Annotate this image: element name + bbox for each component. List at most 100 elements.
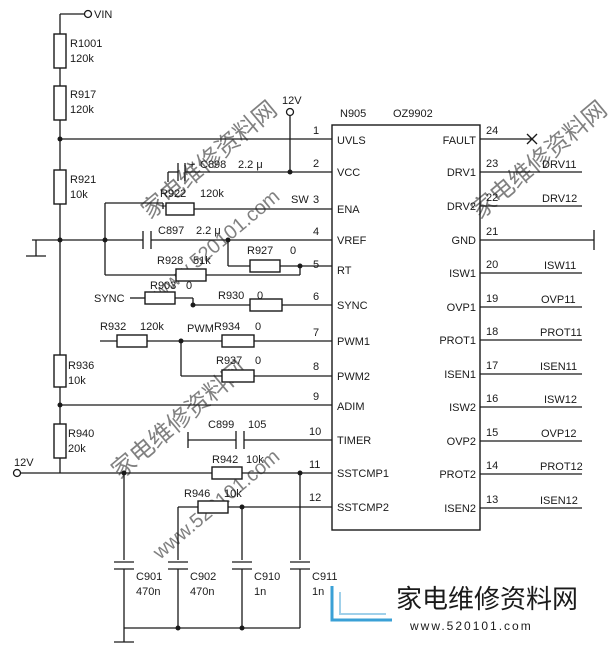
ic-ref: N905 — [340, 108, 366, 120]
pin-label: DRV2 — [447, 201, 476, 213]
pin-label: SSTCMP1 — [337, 468, 389, 480]
value-label: 120k — [140, 321, 164, 333]
resistor-r903 — [144, 291, 176, 305]
pin-number: 6 — [313, 291, 319, 303]
capacitor-c910 — [232, 561, 252, 628]
value-label: 120k — [70, 104, 94, 116]
net-pwm: PWM — [187, 323, 214, 335]
pin-number: 24 — [486, 125, 498, 137]
logo-text-cn: 家电维修资料网 — [396, 584, 578, 614]
pin-label: ISW2 — [449, 402, 476, 414]
net-label: ISEN11 — [540, 361, 577, 373]
value-label: 10k — [224, 488, 242, 500]
value-label: 10k — [68, 375, 86, 387]
ref-label: R936 — [68, 360, 94, 372]
vin-label: VIN — [94, 9, 112, 21]
pin-label: OVP1 — [447, 302, 476, 314]
value-label: 1n — [254, 586, 266, 598]
pin-number: 21 — [486, 226, 498, 238]
resistor-r930 — [249, 298, 283, 312]
net-label: OVP11 — [541, 294, 576, 306]
pin-number: 23 — [486, 158, 498, 170]
value-label: 2.2 μ — [238, 159, 263, 171]
pin-label: UVLS — [337, 135, 366, 147]
ref-label: C897 — [158, 225, 184, 237]
resistor-r922 — [165, 202, 195, 216]
ref-label: C902 — [190, 571, 216, 583]
capacitor-c911 — [290, 561, 310, 628]
capacitor-c902 — [168, 561, 188, 628]
resistor-r1001 — [53, 33, 67, 69]
right-pins: 24 23 22 21 20 19 18 17 16 15 14 13 FAUL… — [439, 125, 595, 515]
value-label: 105 — [248, 419, 266, 431]
pin-number: 17 — [486, 360, 498, 372]
ic-body — [331, 124, 481, 531]
net-label: ISEN12 — [540, 495, 578, 507]
resistor-r921 — [53, 169, 67, 205]
pin-label: TIMER — [337, 435, 371, 447]
value-label: 0 — [257, 290, 263, 302]
pin-number: 11 — [309, 459, 320, 471]
pin-number: 2 — [313, 158, 319, 170]
pin-number: 9 — [313, 391, 319, 403]
pin-label: OVP2 — [447, 436, 476, 448]
pin-number: 22 — [486, 192, 498, 204]
capacitor-c901 — [114, 561, 134, 628]
net-label: PROT12 — [540, 461, 583, 473]
pin-label: GND — [452, 235, 477, 247]
resistor-r927 — [249, 259, 281, 273]
pin-label: ADIM — [337, 401, 365, 413]
value-label: 470n — [136, 586, 160, 598]
pin-label: FAULT — [443, 135, 477, 147]
value-label: 1n — [312, 586, 324, 598]
net-label: DRV11 — [542, 159, 576, 171]
pin-label: SSTCMP2 — [337, 502, 389, 514]
pin-label: VREF — [337, 235, 367, 247]
ref-label: R922 — [160, 188, 186, 200]
left-pins: 1 2 3 4 5 6 7 8 9 10 11 12 UVLS VCC ENA … — [60, 125, 389, 514]
resistor-r940 — [53, 423, 67, 459]
pin-number: 5 — [313, 259, 319, 271]
ic-part: OZ9902 — [393, 108, 433, 120]
ref-label: C901 — [136, 571, 162, 583]
net-label: ISW11 — [544, 260, 576, 272]
logo-text-url: www.520101.com — [409, 619, 533, 633]
pin-label: SYNC — [337, 300, 368, 312]
resistor-r936 — [53, 354, 67, 388]
divider-chain: VIN 12V R1001 120k R917 120k R921 10k R9… — [12, 9, 112, 478]
ref-label: R930 — [218, 290, 244, 302]
value-label: 120k — [70, 53, 94, 65]
net-sync: SYNC — [94, 293, 125, 305]
net-label: PROT11 — [540, 327, 582, 339]
capacitor-c899 — [187, 431, 245, 449]
ref-label: R932 — [100, 321, 126, 333]
pin-number: 14 — [486, 460, 498, 472]
pin-label: PROT1 — [439, 335, 476, 347]
resistor-r932 — [116, 334, 148, 348]
polarity-plus: + — [189, 159, 195, 171]
capacitor-c897 — [142, 231, 228, 249]
ref-label: R946 — [184, 488, 210, 500]
value-label: 0 — [186, 280, 192, 292]
resistor-r942 — [211, 466, 243, 480]
capacitor-c898 — [167, 163, 290, 182]
vcc-12v — [285, 107, 295, 172]
ref-label: C899 — [208, 419, 234, 431]
pin-label: DRV1 — [447, 167, 476, 179]
ref-label: R903 — [150, 280, 176, 292]
v12-bottom-label: 12V — [14, 457, 34, 469]
value-label: 51k — [193, 255, 211, 267]
value-label: 0 — [290, 245, 296, 257]
v12-bottom-terminal — [12, 468, 22, 478]
pin-label: ENA — [337, 204, 360, 216]
resistor-r917 — [53, 85, 67, 121]
resistor-r946 — [197, 500, 229, 514]
value-label: 10k — [246, 454, 264, 466]
pin-label: ISEN1 — [444, 369, 476, 381]
pin-label: ISEN2 — [444, 503, 476, 515]
ref-label: R1001 — [70, 38, 102, 50]
resistor-r937 — [221, 369, 255, 383]
pin-number: 3 — [313, 194, 319, 206]
net-label: ISW12 — [544, 394, 577, 406]
resistor-r934 — [221, 334, 255, 348]
